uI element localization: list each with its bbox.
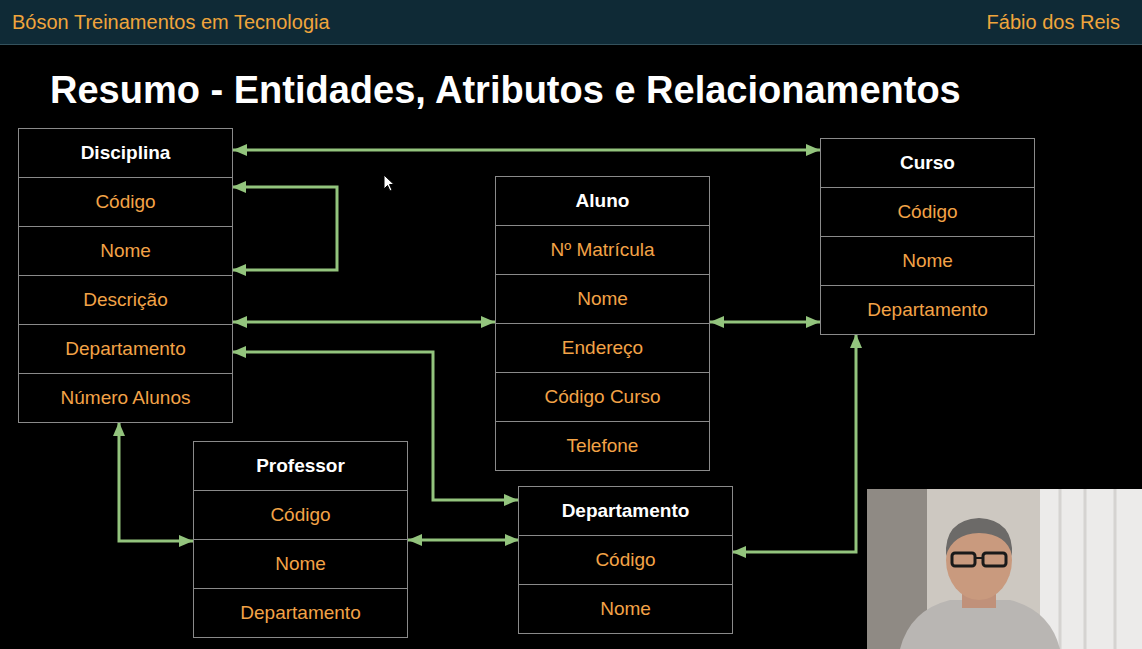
relationship-arrow [119, 422, 193, 541]
curtain-fold [1114, 489, 1117, 649]
cursor-arrow [384, 175, 394, 191]
attribute-row: Endereço [496, 323, 709, 372]
relationship-arrow [408, 539, 519, 542]
entity-name: Curso [821, 139, 1034, 187]
curtain-fold [1059, 489, 1062, 649]
curtain-fold [1084, 489, 1087, 649]
entity-table: ProfessorCódigoNomeDepartamento [193, 441, 408, 638]
header-label: Bóson Treinamentos em Tecnologia [12, 11, 330, 33]
webcam-image [867, 489, 1142, 649]
slide-title: Resumo - Entidades, Atributos e Relacion… [50, 67, 961, 113]
attribute-row: Código [519, 535, 732, 584]
attribute-name: Endereço [496, 324, 709, 372]
entity-name: Professor [194, 442, 407, 490]
relationship-arrow [710, 321, 820, 324]
attribute-name: Nome [19, 227, 232, 275]
attribute-name: Código Curso [496, 373, 709, 421]
attribute-row: Departamento [194, 588, 407, 637]
relationship-arrow [732, 334, 856, 552]
attribute-name: Descrição [19, 276, 232, 324]
attribute-row: Nome [19, 226, 232, 275]
attribute-row: Código [194, 490, 407, 539]
attribute-row: Nome [194, 539, 407, 588]
header-label: Fábio dos Reis [987, 11, 1120, 33]
attribute-name: Código [19, 178, 232, 226]
attribute-row: Nº Matrícula [496, 225, 709, 274]
attribute-row: Descrição [19, 275, 232, 324]
entity-table: AlunoNº MatrículaNomeEndereçoCódigo Curs… [495, 176, 710, 471]
relationship-arrow [232, 187, 337, 270]
attribute-row: Nome [496, 274, 709, 323]
mouse-cursor [384, 175, 394, 191]
attribute-name: Código [194, 491, 407, 539]
attribute-row: Nome [821, 236, 1034, 285]
attribute-row: Nome [519, 584, 732, 633]
entity-table: DisciplinaCódigoNomeDescriçãoDepartament… [18, 128, 233, 423]
entity-name: Departamento [519, 487, 732, 535]
attribute-row: Número Alunos [19, 373, 232, 422]
person-glasses [975, 557, 983, 559]
attribute-name: Departamento [19, 325, 232, 373]
entity-table: DepartamentoCódigoNome [518, 486, 733, 634]
entity-name: Aluno [496, 177, 709, 225]
attribute-name: Nº Matrícula [496, 226, 709, 274]
attribute-row: Código [19, 177, 232, 226]
attribute-row: Departamento [19, 324, 232, 373]
attribute-name: Código [519, 536, 732, 584]
person-glasses [952, 553, 975, 566]
attribute-name: Nome [194, 540, 407, 588]
webcam-background [867, 489, 1142, 649]
attribute-name: Nome [496, 275, 709, 323]
attribute-row: Código Curso [496, 372, 709, 421]
relationship-arrow [233, 149, 820, 152]
attribute-name: Telefone [496, 422, 709, 470]
attribute-name: Código [821, 188, 1034, 236]
attribute-row: Telefone [496, 421, 709, 470]
entity-table: CursoCódigoNomeDepartamento [820, 138, 1035, 335]
relationship-arrow [233, 321, 495, 324]
attribute-name: Número Alunos [19, 374, 232, 422]
person-hair [946, 518, 1012, 556]
attribute-name: Nome [519, 585, 732, 633]
attribute-row: Código [821, 187, 1034, 236]
attribute-name: Departamento [194, 589, 407, 637]
attribute-row: Departamento [821, 285, 1034, 334]
attribute-name: Nome [821, 237, 1034, 285]
entity-name: Disciplina [19, 129, 232, 177]
person-glasses [983, 553, 1006, 566]
webcam-curtain [1040, 489, 1142, 649]
attribute-name: Departamento [821, 286, 1034, 334]
